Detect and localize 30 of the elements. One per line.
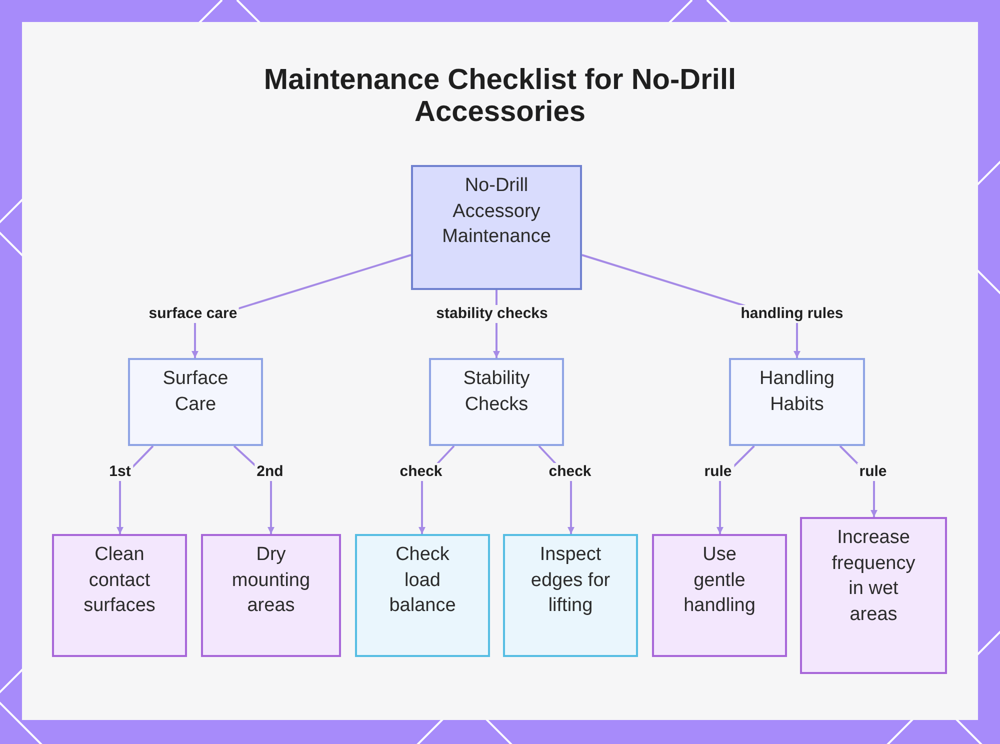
edge-label: check xyxy=(398,463,444,481)
task-box xyxy=(800,517,947,674)
task-box xyxy=(652,534,787,657)
task-box xyxy=(503,534,638,657)
node-label: Increase frequency in wet areas xyxy=(830,526,916,626)
node-label: Inspect edges for lifting xyxy=(530,543,612,618)
task-box xyxy=(52,534,187,657)
node-label: Stability Checks xyxy=(462,367,531,416)
category-box xyxy=(729,358,865,446)
node-label: Check load balance xyxy=(388,543,457,618)
edge-label: rule xyxy=(857,463,889,481)
category-box xyxy=(429,358,564,446)
edge-label: stability checks xyxy=(434,305,550,323)
edge-label: surface care xyxy=(146,305,240,323)
category-box xyxy=(128,358,263,446)
root-topic-box xyxy=(411,165,582,290)
node-label: Handling Habits xyxy=(758,367,836,416)
edge-label: check xyxy=(546,463,594,481)
edge-label: handling rules xyxy=(738,305,846,323)
diagram-title: Maintenance Checklist for No-Drill Accessories xyxy=(262,64,738,128)
task-box xyxy=(355,534,490,657)
node-label: No-Drill Accessory Maintenance xyxy=(441,174,552,249)
node-label: Clean contact surfaces xyxy=(82,543,156,618)
node-label: Dry mounting areas xyxy=(230,543,312,618)
edge-label: 1st xyxy=(107,463,133,481)
edge-label: rule xyxy=(702,463,734,481)
node-label: Surface Care xyxy=(162,367,230,416)
node-label: Use gentle handling xyxy=(682,543,756,618)
task-box xyxy=(201,534,341,657)
edge-label: 2nd xyxy=(254,463,286,481)
